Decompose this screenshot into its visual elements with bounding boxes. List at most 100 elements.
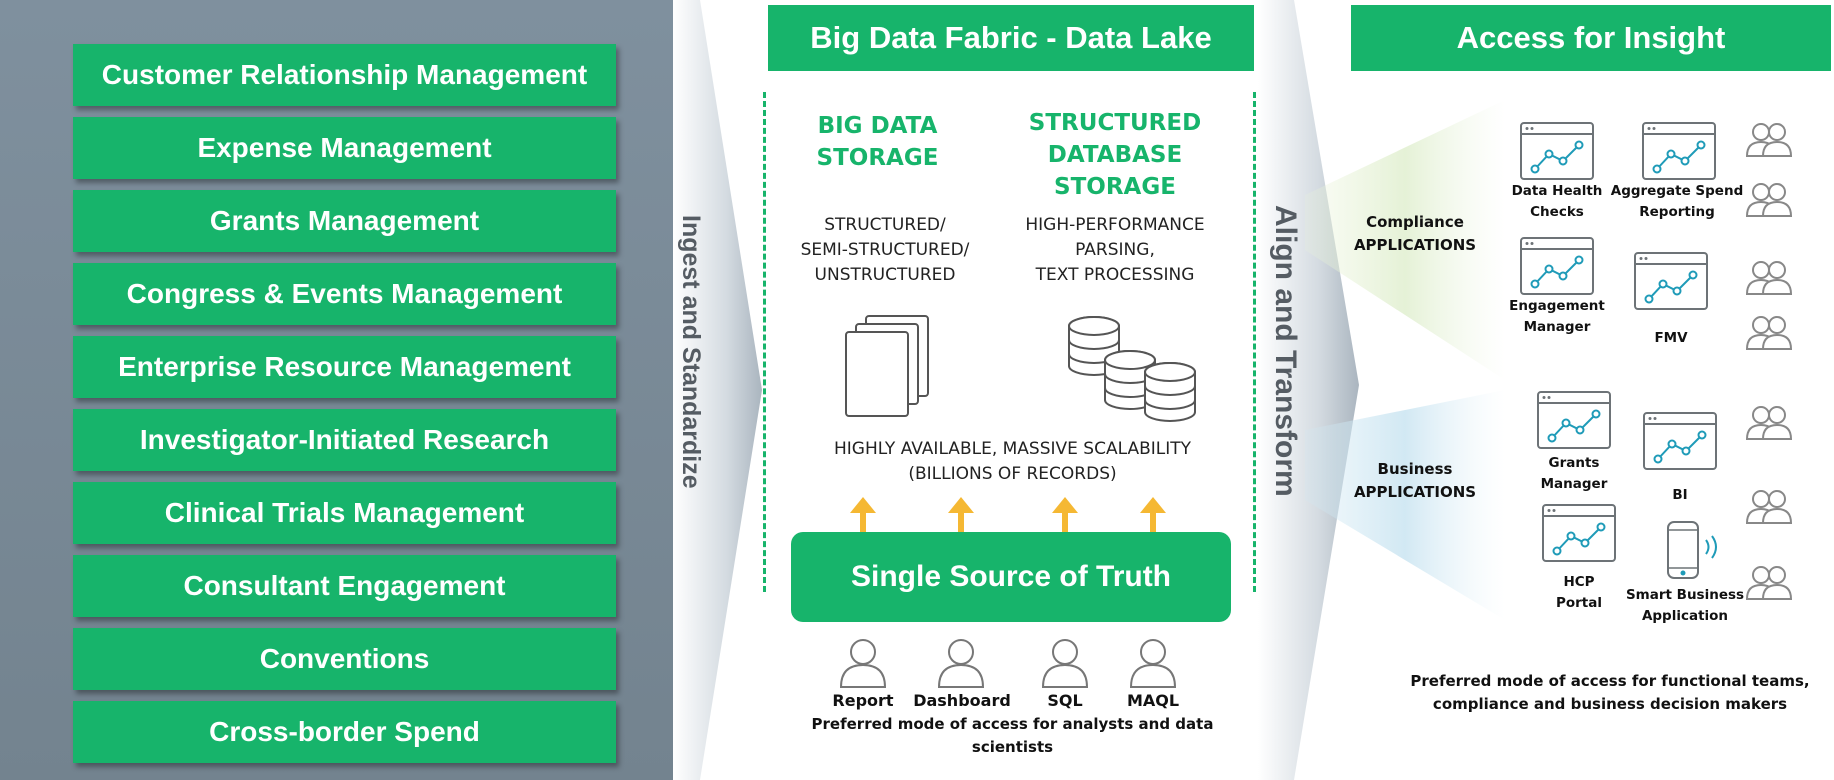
app-label-hcp-portal: HCP Portal: [1519, 572, 1639, 614]
source-system-box: Clinical Trials Management: [73, 482, 616, 544]
app-label-line: Portal: [1555, 595, 1603, 611]
dashboard-icon: [1642, 122, 1716, 180]
app-label-line: Engagement: [1509, 298, 1605, 314]
structured-storage-title: STRUCTURED DATABASE STORAGE: [1015, 107, 1215, 203]
up-arrow-icon: [1140, 497, 1166, 535]
dashed-border-right: [1253, 92, 1256, 592]
note-line: Preferred mode of access for functional …: [1410, 672, 1810, 690]
dashboard-icon: [1634, 252, 1708, 310]
title-line: STRUCTURED: [1028, 110, 1202, 136]
app-label-fmv: FMV: [1654, 330, 1688, 346]
app-label-line: Application: [1641, 608, 1729, 624]
user-group-icon: [1745, 261, 1793, 295]
source-systems-panel: Customer Relationship Management Expense…: [0, 0, 673, 780]
compliance-applications-label: Compliance APPLICATIONS: [1340, 211, 1490, 257]
dashboard-icon: [1520, 237, 1594, 295]
dashboard-icon: [1542, 504, 1616, 562]
access-beams: [1305, 100, 1505, 620]
title-line: BIG DATA: [817, 113, 938, 139]
app-label-line: Manager: [1523, 319, 1591, 335]
user-icon: [1041, 639, 1089, 688]
app-label-line: Checks: [1530, 204, 1584, 220]
source-system-box: Grants Management: [73, 190, 616, 252]
analysts-access-note: Preferred mode of access for analysts an…: [800, 713, 1225, 759]
align-chevron: [1258, 0, 1359, 780]
note-line: Preferred mode of access for analysts an…: [811, 715, 1214, 733]
dashed-border-left: [763, 92, 766, 592]
source-system-box: Consultant Engagement: [73, 555, 616, 617]
app-label-line: Aggregate Spend: [1610, 183, 1744, 199]
up-arrow-icon: [850, 497, 876, 535]
ingest-label: Ingest and Standardize: [677, 215, 705, 489]
dashboard-icon: [1537, 391, 1611, 449]
dashboard-icon: [1520, 122, 1594, 180]
user-group-icon: [1745, 183, 1793, 217]
source-system-box: Conventions: [73, 628, 616, 690]
app-label-line: HCP: [1563, 574, 1595, 590]
app-label-line: Manager: [1540, 476, 1608, 492]
user-label-maql: MAQL: [1126, 691, 1180, 710]
source-system-box: Investigator-Initiated Research: [73, 409, 616, 471]
user-group-icon: [1745, 123, 1793, 157]
ingest-chevron: [673, 0, 762, 780]
up-arrow-icon: [1052, 497, 1078, 535]
title-line: STORAGE: [1054, 174, 1176, 200]
title-line: DATABASE: [1047, 142, 1183, 168]
data-lake-title: Big Data Fabric - Data Lake: [768, 5, 1254, 71]
big-data-storage-title: BIG DATA STORAGE: [790, 110, 965, 174]
group-line: APPLICATIONS: [1353, 483, 1477, 501]
business-applications-label: Business APPLICATIONS: [1340, 458, 1490, 504]
app-label-line: Grants: [1548, 455, 1600, 471]
up-arrow-icon: [948, 497, 974, 535]
user-label-dashboard: Dashboard: [913, 691, 1011, 710]
database-stack-icon: [1068, 316, 1196, 422]
desc-line: HIGH-PERFORMANCE: [1025, 215, 1205, 235]
scalability-line: HIGHLY AVAILABLE, MASSIVE SCALABILITY: [833, 439, 1192, 459]
user-group-icon: [1745, 490, 1793, 524]
app-label-line: Smart Business: [1625, 587, 1745, 603]
source-system-box: Customer Relationship Management: [73, 44, 616, 106]
scalability-text: HIGHLY AVAILABLE, MASSIVE SCALABILITY (B…: [800, 437, 1225, 487]
user-label-report: Report: [832, 691, 894, 710]
note-line: compliance and business decision makers: [1432, 695, 1788, 713]
desc-line: PARSING,: [1075, 240, 1155, 260]
file-stack-icon: [845, 315, 929, 417]
structured-description: HIGH-PERFORMANCE PARSING, TEXT PROCESSIN…: [1015, 213, 1215, 288]
source-system-box: Cross-border Spend: [73, 701, 616, 763]
user-group-icon: [1745, 566, 1793, 600]
desc-line: TEXT PROCESSING: [1035, 265, 1195, 285]
user-icon: [839, 639, 887, 688]
decision-makers-access-note: Preferred mode of access for functional …: [1400, 670, 1820, 716]
source-system-box: Expense Management: [73, 117, 616, 179]
scalability-line: (BILLIONS OF RECORDS): [908, 464, 1117, 484]
app-label-line: Data Health: [1511, 183, 1603, 199]
note-line: scientists: [971, 738, 1054, 756]
desc-line: SEMI-STRUCTURED/: [800, 240, 970, 260]
user-icon: [937, 639, 985, 688]
desc-line: UNSTRUCTURED: [814, 265, 956, 285]
user-group-icon: [1745, 316, 1793, 350]
group-line: APPLICATIONS: [1353, 236, 1477, 254]
user-icon: [1129, 639, 1177, 688]
smartphone-icon: [1667, 521, 1717, 579]
big-data-description: STRUCTURED/ SEMI-STRUCTURED/ UNSTRUCTURE…: [790, 213, 980, 288]
group-line: Business: [1377, 460, 1453, 478]
title-line: STORAGE: [816, 145, 939, 171]
user-label-sql: SQL: [1047, 691, 1083, 710]
dashboard-icon: [1643, 412, 1717, 470]
access-for-insight-title: Access for Insight: [1351, 5, 1831, 71]
user-group-icon: [1745, 406, 1793, 440]
single-source-of-truth: Single Source of Truth: [791, 532, 1231, 622]
source-system-box: Enterprise Resource Management: [73, 336, 616, 398]
source-system-box: Congress & Events Management: [73, 263, 616, 325]
app-label-line: Reporting: [1639, 204, 1715, 220]
desc-line: STRUCTURED/: [824, 215, 946, 235]
group-line: Compliance: [1366, 213, 1464, 231]
app-label-bi: BI: [1672, 487, 1688, 503]
align-label: Align and Transform: [1269, 205, 1302, 497]
